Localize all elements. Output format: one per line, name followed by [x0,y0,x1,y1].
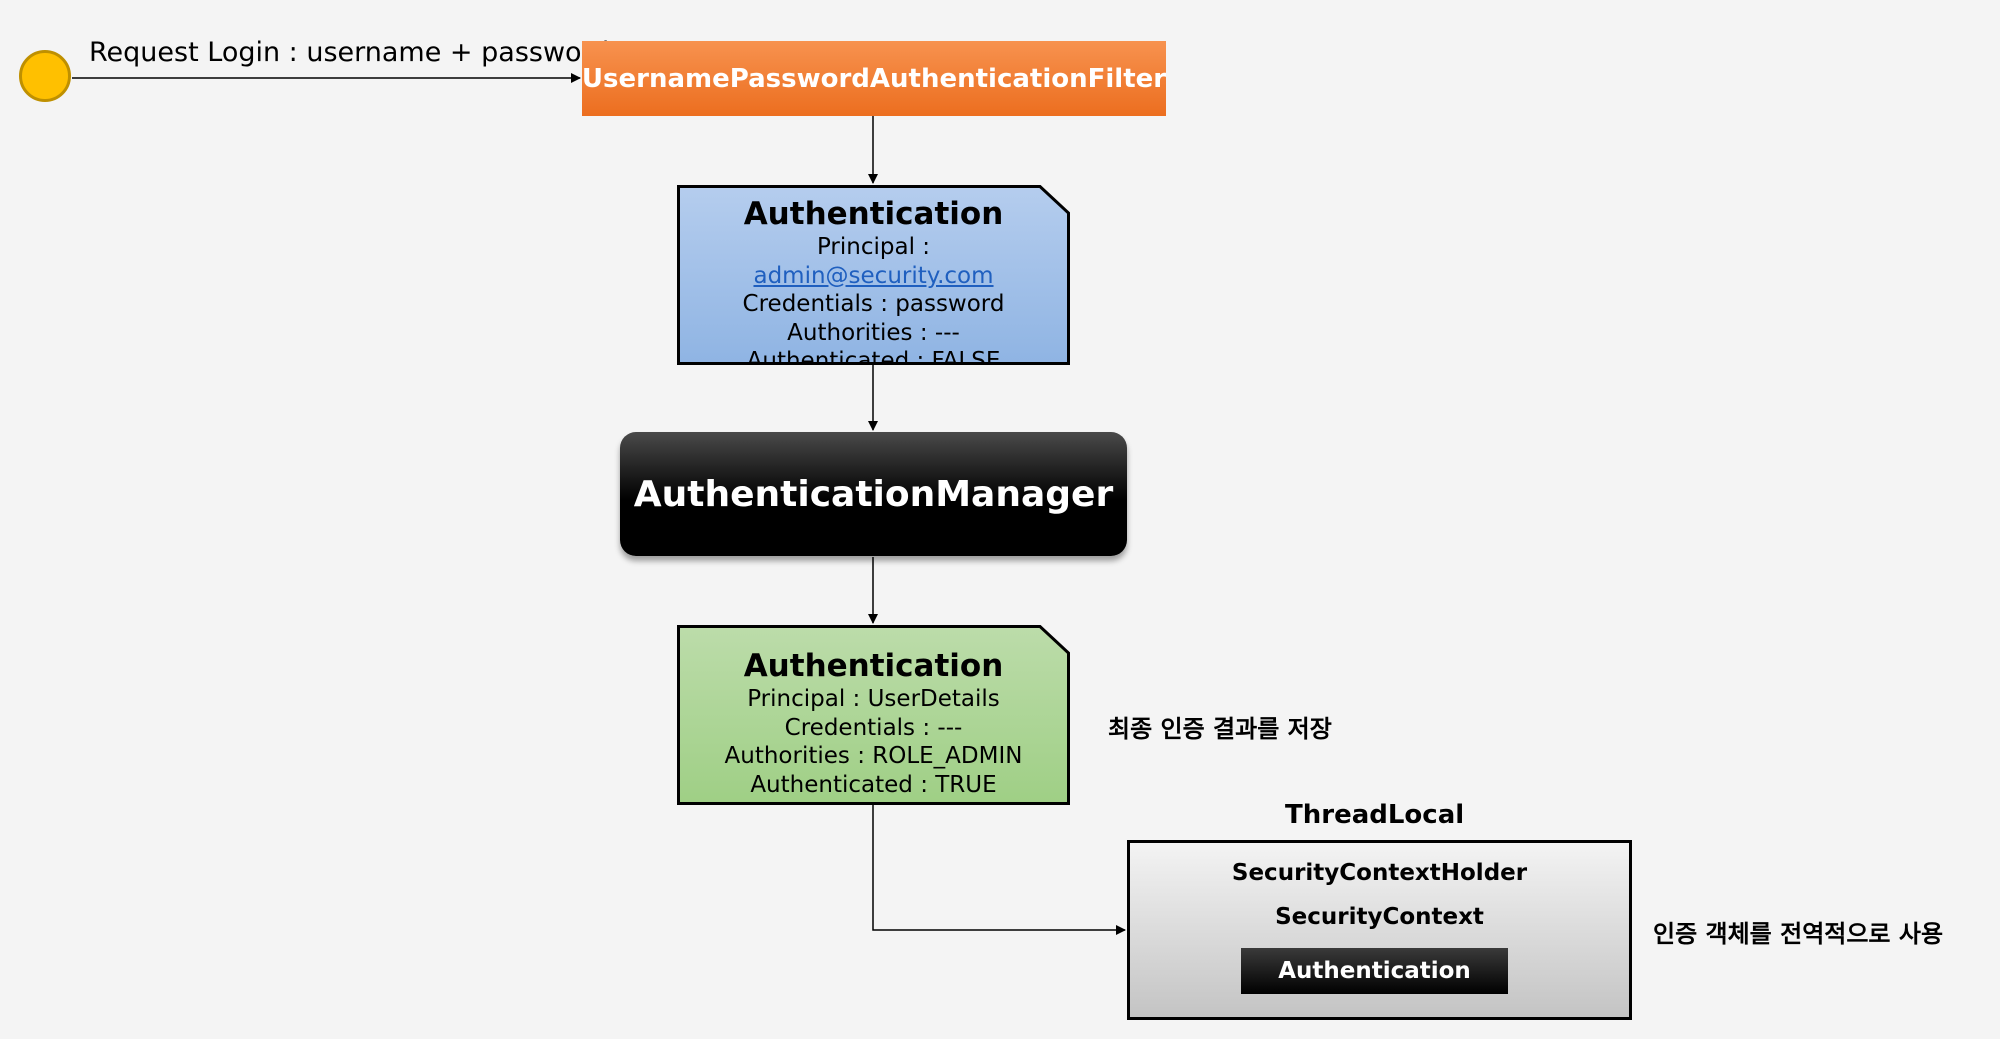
auth-after-authorities: Authorities : ROLE_ADMIN [724,743,1023,769]
principal-email-link[interactable]: admin@security.com [753,262,994,289]
auth-after-title: Authentication [743,648,1004,684]
auth-before-authenticated: Authenticated : FALSE [746,348,1001,365]
note-use-global: 인증 객체를 전역적으로 사용 [1653,920,1944,948]
authentication-authenticated: Authentication Principal : UserDetails C… [677,625,1070,805]
authentication-unauthenticated: Authentication Principal : admin@securit… [677,185,1070,365]
auth-after-authenticated: Authenticated : TRUE [750,771,997,798]
request-login-label: Request Login : username + password [89,37,610,68]
auth-before-principal-label: Principal : [816,234,931,260]
filter-label: UsernamePasswordAuthenticationFilter [581,63,1167,94]
arrow-auth-to-holder [872,805,1126,935]
auth-before-credentials: Credentials : password [742,291,1005,317]
auth-after-principal: Principal : UserDetails [747,686,1000,712]
security-context-holder: SecurityContextHolder SecurityContext Au… [1127,840,1632,1020]
context-authentication: Authentication [1241,948,1508,994]
document-shape-blue [677,185,1070,365]
auth-before-title: Authentication [743,196,1004,232]
username-password-filter: UsernamePasswordAuthenticationFilter [582,41,1166,116]
auth-before-authorities: Authorities : --- [787,319,960,346]
auth-after-credentials: Credentials : --- [784,714,963,741]
authentication-manager: AuthenticationManager [620,432,1127,556]
start-node [19,50,71,102]
holder-label: SecurityContextHolder [1231,860,1528,886]
threadlocal-label: ThreadLocal [1285,800,1465,830]
context-label: SecurityContext [1275,904,1484,930]
manager-label: AuthenticationManager [633,473,1114,515]
note-save-result: 최종 인증 결과를 저장 [1108,715,1332,743]
context-authentication-label: Authentication [1278,958,1471,984]
document-shape-green [677,625,1070,805]
